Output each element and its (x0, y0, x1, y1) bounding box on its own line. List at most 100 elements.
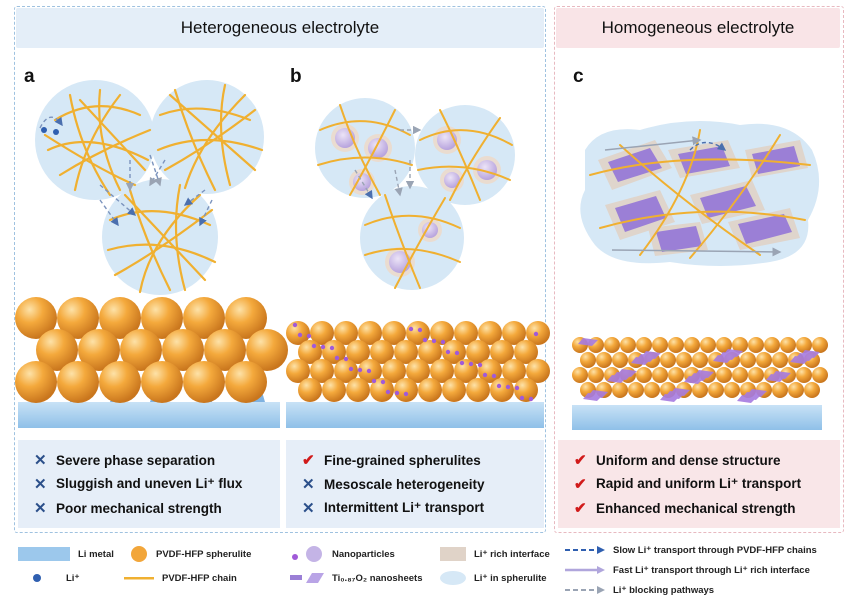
bullet-text: Mesoscale heterogeneity (324, 476, 485, 492)
nanoparticle (292, 322, 298, 328)
nanoparticle (343, 356, 349, 362)
legend-li-ion: Li⁺ (32, 570, 79, 586)
sphere (502, 359, 526, 383)
sphere (406, 359, 430, 383)
nanoparticle (329, 345, 335, 351)
sphere (692, 382, 708, 398)
sphere (756, 352, 772, 368)
nanoparticle (366, 368, 372, 374)
sphere (15, 297, 57, 339)
sphere (204, 329, 246, 371)
bullet-text: Severe phase separation (56, 452, 216, 468)
bullet-item: ✔Fine-grained spherulites (286, 448, 544, 472)
sphere (812, 367, 828, 383)
sphere (57, 361, 99, 403)
nanoparticle (454, 350, 460, 356)
sphere (394, 378, 418, 402)
sphere (668, 337, 684, 353)
sphere (812, 337, 828, 353)
li-ion-dot-icon (33, 574, 41, 582)
nanoparticle (514, 385, 520, 391)
sphere (514, 340, 538, 364)
sphere (708, 382, 724, 398)
bullet-text: Uniform and dense structure (596, 452, 781, 468)
nanoparticle (311, 343, 317, 349)
panel-a-spherulites (35, 80, 264, 295)
nanoparticle (334, 355, 340, 361)
legend-chain: PVDF-HFP chain (124, 570, 237, 586)
nanoparticle-icon (292, 546, 322, 562)
rich-interface-swatch-icon (440, 547, 466, 561)
sphere (322, 378, 346, 402)
bullet-item: ✔Enhanced mechanical strength (558, 496, 840, 520)
nanosheet (670, 388, 690, 396)
heterogeneous-header: Heterogeneous electrolyte (16, 8, 544, 48)
bullet-item: ✔Uniform and dense structure (558, 448, 840, 472)
check-icon: ✔ (302, 452, 315, 469)
cross-icon: ✕ (302, 500, 315, 517)
sphere (636, 337, 652, 353)
sphere (442, 378, 466, 402)
sphere (298, 378, 322, 402)
sphere (788, 382, 804, 398)
sphere (526, 321, 550, 345)
bullet-item: ✕Severe phase separation (18, 448, 280, 472)
nanoparticle (320, 344, 326, 350)
nanosheet (723, 349, 743, 357)
nanoparticle (417, 327, 423, 333)
legend-nanosheets: Ti₀.₈₇O₂ nanosheets (290, 570, 422, 586)
nanoparticle (528, 396, 534, 402)
bullet-item: ✕Mesoscale heterogeneity (286, 472, 544, 496)
panel-c-label: c (573, 66, 584, 87)
sphere (15, 361, 57, 403)
legend-fast-transport: Fast Li⁺ transport through Li⁺ rich inte… (565, 562, 810, 578)
sphere (652, 367, 668, 383)
sphere (772, 352, 788, 368)
sphere (334, 359, 358, 383)
sphere (183, 297, 225, 339)
sphere (430, 321, 454, 345)
sphere (286, 359, 310, 383)
bullet-item: ✕Intermittent Li⁺ transport (286, 496, 544, 520)
legend-li-metal: Li metal (18, 546, 114, 562)
sphere (668, 367, 684, 383)
illustration (15, 80, 828, 430)
sphere (526, 359, 550, 383)
nanoparticle (408, 326, 414, 332)
sphere (454, 321, 478, 345)
sphere (612, 352, 628, 368)
nanoparticle (348, 366, 354, 372)
sphere (57, 297, 99, 339)
sphere (732, 337, 748, 353)
nanoparticle (422, 337, 428, 343)
bullet-item: ✔Rapid and uniform Li⁺ transport (558, 472, 840, 496)
nanoparticle (482, 372, 488, 378)
sphere (430, 359, 454, 383)
legend-blocking: Li⁺ blocking pathways (565, 582, 714, 598)
sphere (588, 367, 604, 383)
nanoparticle (445, 349, 451, 355)
sphere (580, 352, 596, 368)
spherulite-icon (131, 546, 147, 562)
sphere (478, 321, 502, 345)
nanoparticle (496, 383, 502, 389)
in-spherulite-swatch-icon (440, 571, 466, 585)
nanoparticle (306, 333, 312, 339)
sphere (620, 337, 636, 353)
sphere (358, 321, 382, 345)
sphere (490, 340, 514, 364)
nanoparticle (394, 390, 400, 396)
sphere (141, 297, 183, 339)
nanoparticle (519, 395, 525, 401)
nanoparticle (297, 332, 303, 338)
sphere (628, 382, 644, 398)
nanoparticle (371, 378, 377, 384)
panel-c-network (580, 121, 820, 266)
bullet-item: ✕Sluggish and uneven Li⁺ flux (18, 472, 280, 496)
sphere (466, 378, 490, 402)
sphere (394, 340, 418, 364)
sphere (225, 361, 267, 403)
sphere (804, 382, 820, 398)
bullet-text: Poor mechanical strength (56, 500, 222, 516)
sphere (796, 367, 812, 383)
